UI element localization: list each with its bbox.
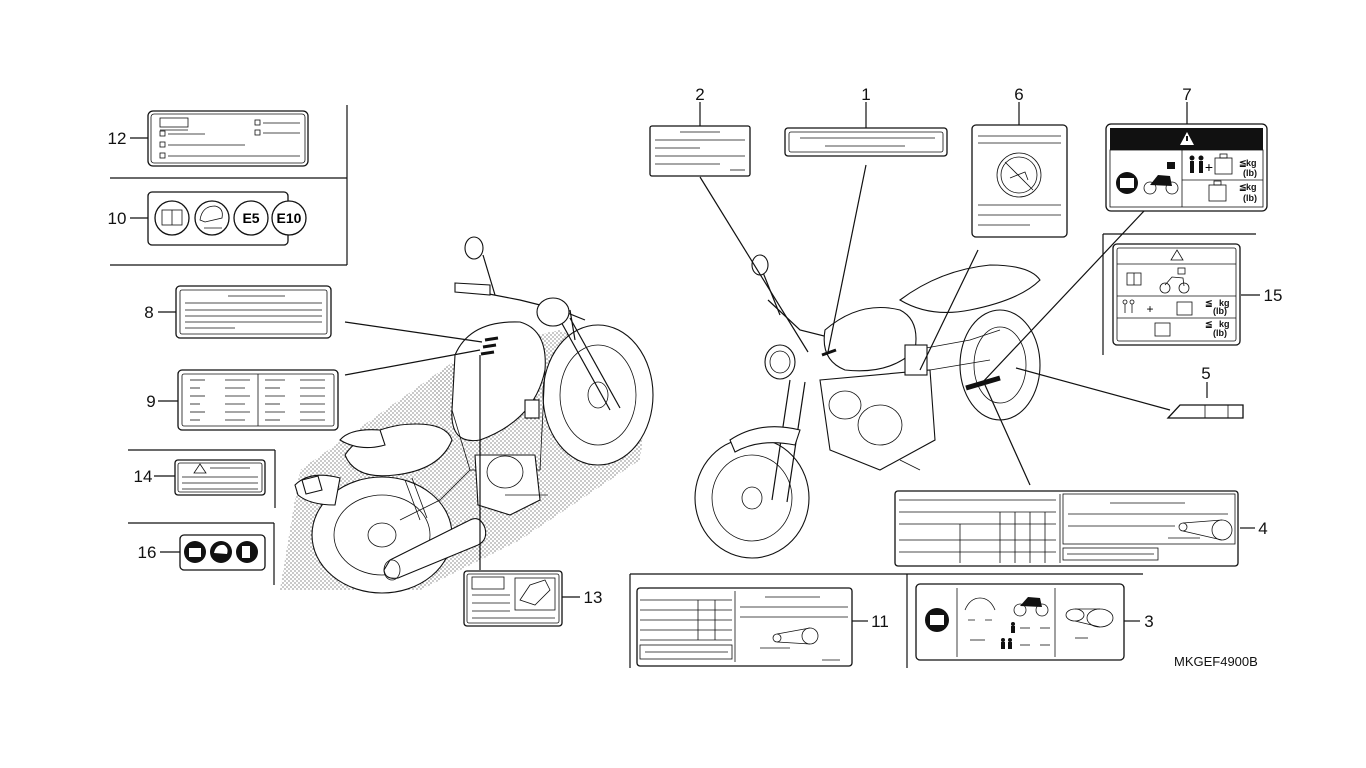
warning-triangle-icon (193, 463, 207, 474)
callout-4: 4 (1258, 519, 1267, 538)
rider-passenger-icon (1001, 622, 1015, 649)
diagram-code: MKGEF4900B (1174, 654, 1258, 669)
leader-lines (130, 102, 1260, 622)
chain-icon (772, 627, 819, 645)
label-7-le-1: ≦ (1239, 158, 1247, 168)
separator-lines (110, 105, 1256, 668)
label-4 (894, 490, 1239, 567)
label-15-kg-1: kg (1219, 298, 1230, 308)
chain-icon (1065, 608, 1114, 628)
label-15-le-1: ≦ (1205, 298, 1213, 308)
callout-9: 9 (146, 392, 155, 411)
label-7-le-2: ≦ (1239, 182, 1247, 192)
callout-numbers: 1 2 3 4 5 6 7 8 9 10 11 12 13 14 15 16 (108, 85, 1283, 631)
label-16 (179, 534, 266, 571)
label-11 (636, 587, 853, 667)
label-5 (1166, 404, 1244, 419)
label-13 (463, 570, 563, 627)
owners-manual-icon (925, 608, 949, 632)
label-9 (177, 369, 339, 431)
label-3 (915, 583, 1125, 661)
owners-manual-icon (1126, 272, 1142, 286)
callout-6: 6 (1014, 85, 1023, 104)
owners-manual-icon (161, 209, 183, 226)
tire-icon (964, 597, 996, 621)
callout-11: 11 (871, 612, 889, 631)
label-15-lb-2: (lb) (1213, 328, 1227, 338)
callout-8: 8 (144, 303, 153, 322)
label-2 (649, 125, 751, 177)
callout-7: 7 (1182, 85, 1191, 104)
callout-2: 2 (695, 85, 704, 104)
chain-icon (1178, 519, 1233, 541)
callout-1: 1 (861, 85, 870, 104)
callout-16: 16 (138, 543, 157, 562)
label-1 (784, 127, 948, 157)
label-7-kg-1: kg (1246, 158, 1257, 168)
e10-text: E10 (277, 210, 302, 226)
motorcycle-icon (1159, 267, 1190, 294)
label-15-plus: + (1146, 302, 1153, 316)
callout-10: 10 (108, 209, 127, 228)
motorcycle-icon (1143, 162, 1179, 195)
label-10 (147, 191, 307, 246)
label-7-kg-2: kg (1246, 182, 1257, 192)
callout-12: 12 (108, 129, 127, 148)
rider-passenger-icon (1122, 299, 1135, 313)
label-15-lb-1: (lb) (1213, 306, 1227, 316)
motorcycle-right-illustration (694, 254, 1041, 559)
helmet-icon (199, 205, 223, 229)
callout-15: 15 (1264, 286, 1283, 305)
label-15 (1112, 243, 1241, 346)
label-14 (174, 459, 266, 496)
motorcycle-left-illustration (280, 236, 654, 594)
e5-text: E5 (242, 210, 259, 226)
callout-3: 3 (1144, 612, 1153, 631)
warning-triangle-icon (1170, 249, 1184, 261)
label-7-plus: + (1205, 159, 1213, 175)
label-12 (147, 110, 309, 167)
label-15-le-2: ≦ (1205, 319, 1213, 329)
luggage-icon (1154, 301, 1193, 337)
callout-5: 5 (1201, 364, 1210, 383)
label-7 (1105, 123, 1268, 212)
owners-manual-icon (1116, 172, 1138, 194)
no-smoking-icon (996, 152, 1042, 198)
luggage-icon (1208, 153, 1233, 202)
rider-passenger-icon (1189, 155, 1204, 173)
motorcycle-icon (1013, 597, 1049, 617)
label-7-lb-2: (lb) (1243, 193, 1257, 203)
label-8 (175, 285, 332, 339)
callout-14: 14 (134, 467, 153, 486)
callout-13: 13 (584, 588, 603, 607)
label-6 (971, 124, 1068, 238)
label-15-kg-2: kg (1219, 319, 1230, 329)
label-7-lb-1: (lb) (1243, 168, 1257, 178)
